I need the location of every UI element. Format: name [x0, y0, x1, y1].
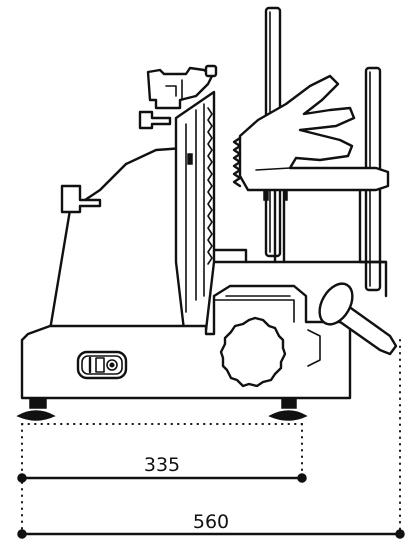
motor-housing: [48, 146, 186, 332]
pusher-teeth: [232, 136, 242, 188]
foot-left: [16, 397, 56, 421]
dimension-extension-lines: [21, 339, 401, 535]
side-knob: [60, 184, 102, 214]
dimension-335: 335: [17, 454, 307, 483]
thickness-knob: [219, 316, 287, 388]
power-switch: [76, 350, 128, 380]
sharpener-head: [138, 64, 218, 130]
dimension-560: 560: [17, 511, 405, 539]
carriage-handle: [318, 282, 398, 356]
dimension-label-335: 335: [144, 454, 180, 476]
foot-right: [268, 397, 308, 421]
carriage-frame: [208, 188, 388, 298]
blade-column: [174, 90, 216, 332]
dimension-label-560: 560: [193, 511, 229, 533]
blade-serration: [207, 107, 213, 265]
food-pusher-hand: [238, 74, 390, 192]
